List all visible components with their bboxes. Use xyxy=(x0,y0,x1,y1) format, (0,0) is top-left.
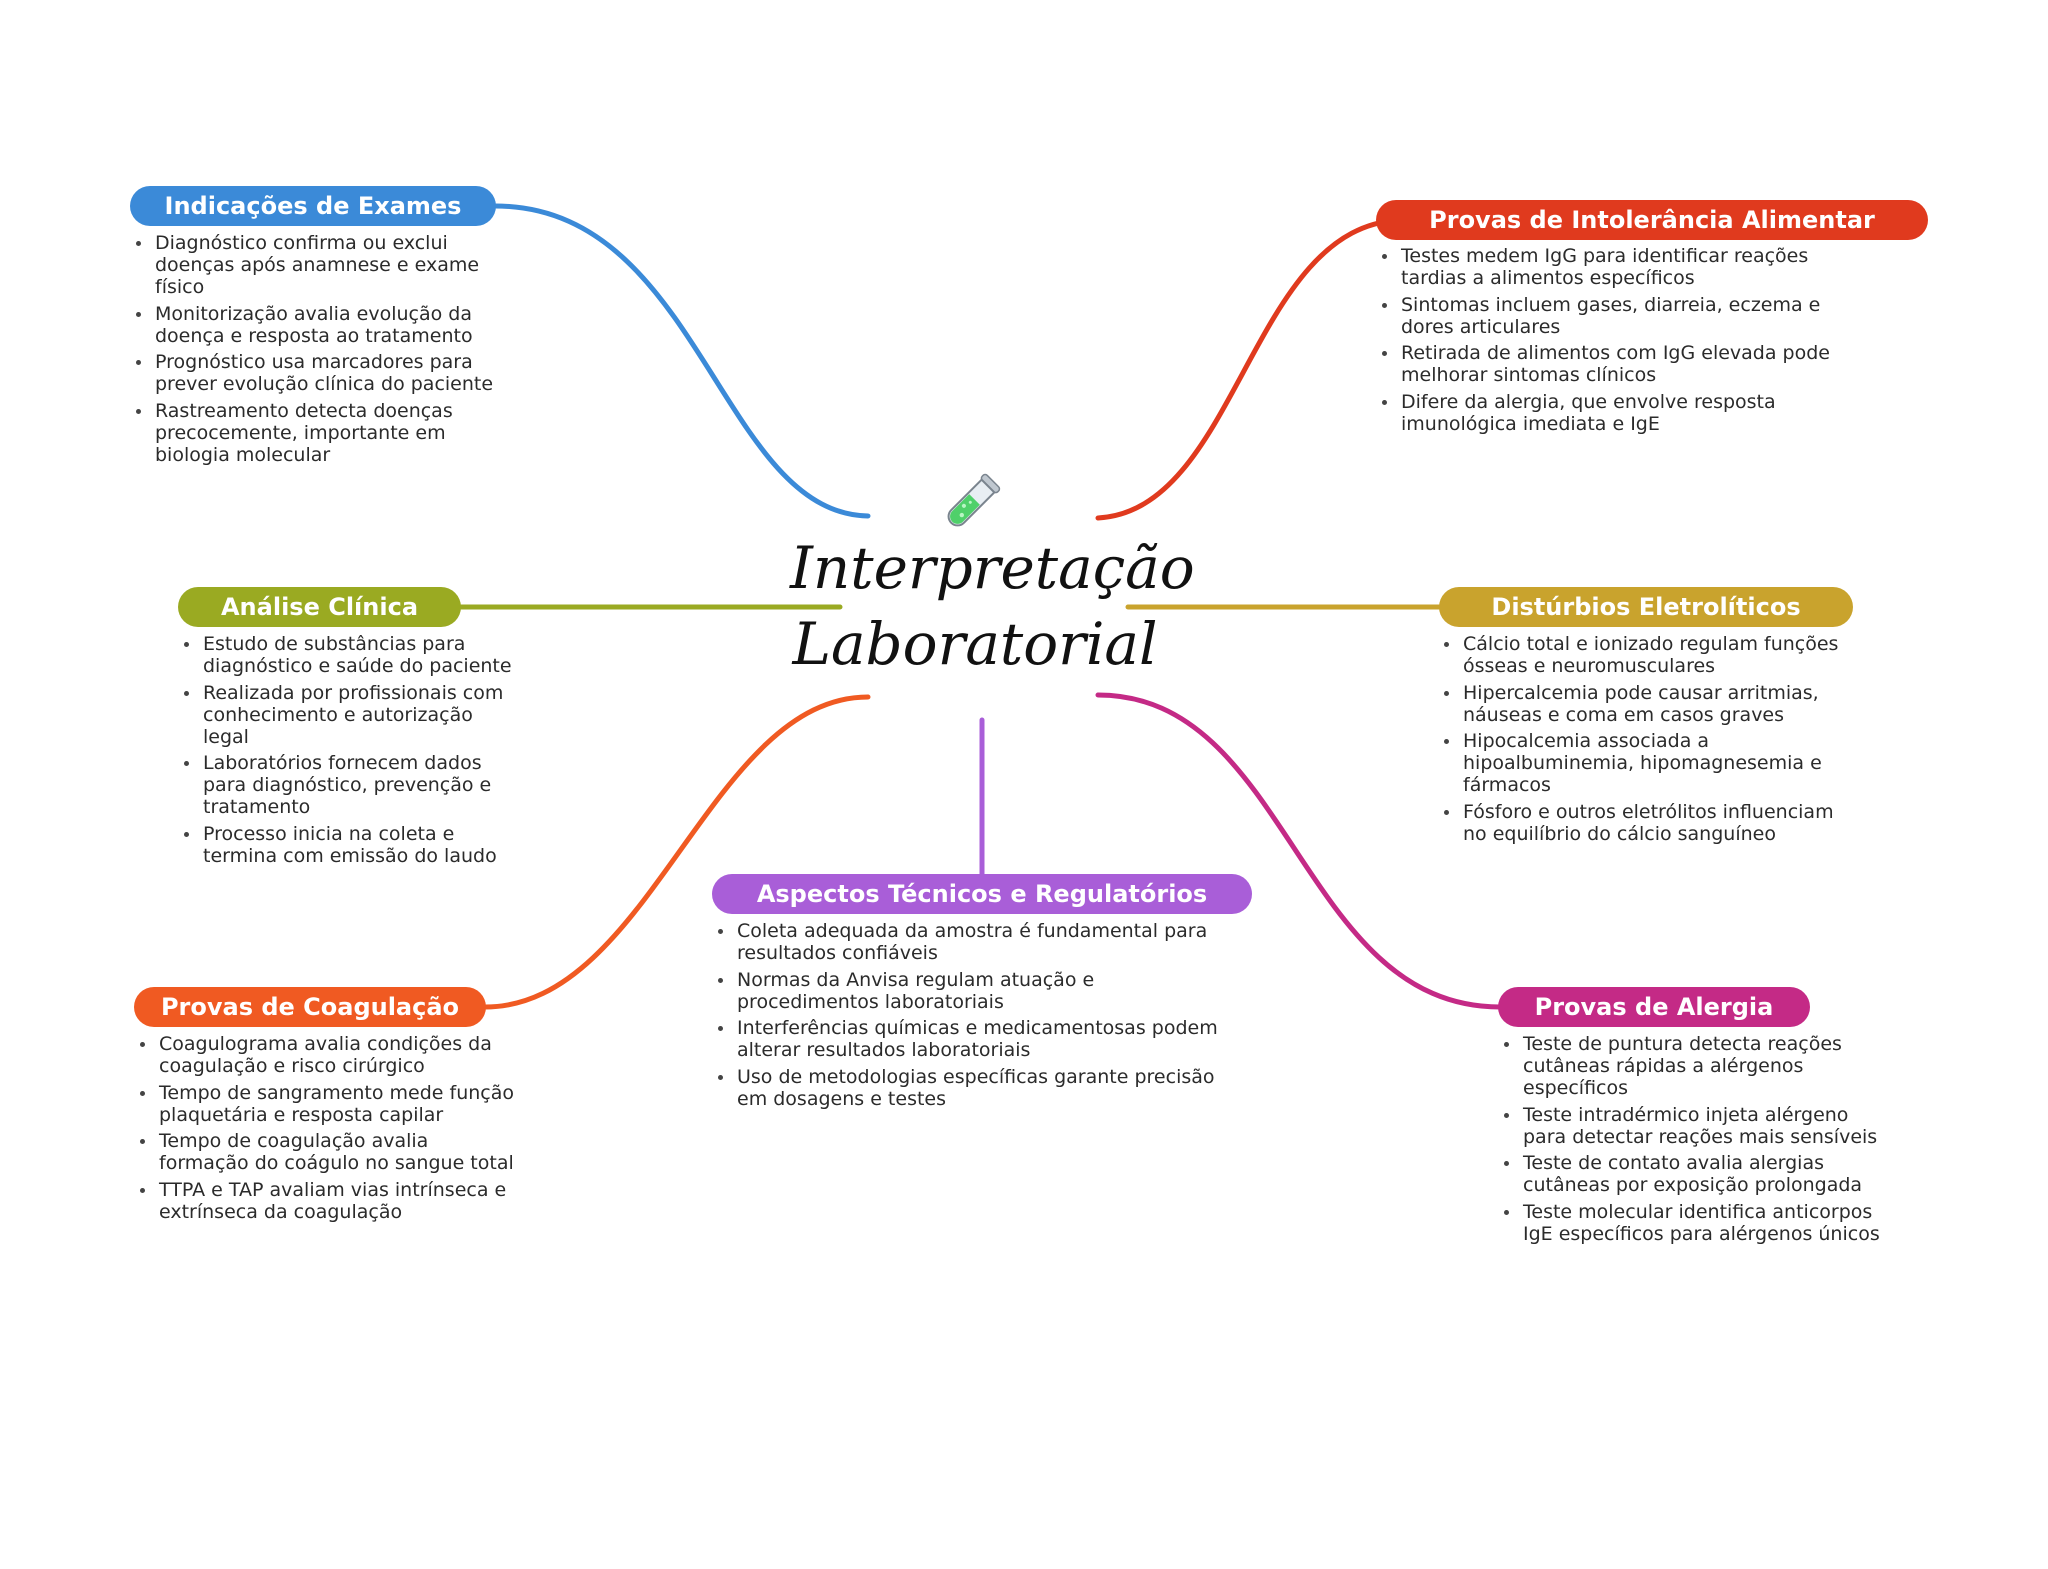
list-item: Tempo de sangramento mede função plaquet… xyxy=(134,1082,519,1126)
list-item: Monitorização avalia evolução da doença … xyxy=(130,303,515,347)
list-item: Coleta adequada da amostra é fundamental… xyxy=(712,920,1232,964)
branch-title-disturbios: Distúrbios Eletrolíticos xyxy=(1439,587,1853,627)
branch-list-coagulacao: Coagulograma avalia condições da coagula… xyxy=(134,1033,519,1227)
branch-title-aspectos: Aspectos Técnicos e Regulatórios xyxy=(712,874,1252,914)
list-item: Interferências químicas e medicamentosas… xyxy=(712,1017,1232,1061)
branch-title-intolerancia: Provas de Intolerância Alimentar xyxy=(1376,200,1928,240)
connector-coagulacao xyxy=(482,694,871,1010)
branch-title-alergia: Provas de Alergia xyxy=(1498,987,1810,1027)
connector-alergia xyxy=(1095,692,1503,1010)
list-item: TTPA e TAP avaliam vias intrínseca e ext… xyxy=(134,1179,519,1223)
central-topic-line1: Interpretação xyxy=(790,534,1195,602)
branch-list-disturbios: Cálcio total e ionizado regulam funções … xyxy=(1438,633,1848,849)
list-item: Laboratórios fornecem dados para diagnós… xyxy=(178,752,518,818)
list-item: Difere da alergia, que envolve resposta … xyxy=(1376,391,1846,435)
list-item: Uso de metodologias específicas garante … xyxy=(712,1066,1232,1110)
list-item: Cálcio total e ionizado regulam funções … xyxy=(1438,633,1848,677)
branch-list-alergia: Teste de puntura detecta reações cutânea… xyxy=(1498,1033,1883,1249)
branch-title-indicacoes: Indicações de Exames xyxy=(130,186,496,226)
connector-intolerancia xyxy=(1095,217,1408,521)
central-topic-line2: Laboratorial xyxy=(792,610,1158,678)
list-item: Normas da Anvisa regulam atuação e proce… xyxy=(712,969,1232,1013)
list-item: Fósforo e outros eletrólitos influenciam… xyxy=(1438,801,1848,845)
list-item: Sintomas incluem gases, diarreia, eczema… xyxy=(1376,294,1846,338)
list-item: Teste intradérmico injeta alérgeno para … xyxy=(1498,1104,1883,1148)
list-item: Processo inicia na coleta e termina com … xyxy=(178,823,518,867)
list-item: Teste de puntura detecta reações cutânea… xyxy=(1498,1033,1883,1099)
branch-list-indicacoes: Diagnóstico confirma ou exclui doenças a… xyxy=(130,232,515,470)
central-topic: Interpretação Laboratorial xyxy=(790,530,1195,682)
list-item: Hipercalcemia pode causar arritmias, náu… xyxy=(1438,682,1848,726)
list-item: Testes medem IgG para identificar reaçõe… xyxy=(1376,245,1846,289)
list-item: Retirada de alimentos com IgG elevada po… xyxy=(1376,342,1846,386)
list-item: Diagnóstico confirma ou exclui doenças a… xyxy=(130,232,515,298)
list-item: Tempo de coagulação avalia formação do c… xyxy=(134,1130,519,1174)
branch-title-analise: Análise Clínica xyxy=(178,587,461,627)
connector-indicacoes xyxy=(492,203,871,519)
list-item: Hipocalcemia associada a hipoalbuminemia… xyxy=(1438,730,1848,796)
branch-title-coagulacao: Provas de Coagulação xyxy=(134,987,486,1027)
list-item: Rastreamento detecta doenças precocement… xyxy=(130,400,515,466)
test-tube-icon xyxy=(947,473,1001,527)
branch-list-analise: Estudo de substâncias para diagnóstico e… xyxy=(178,633,518,871)
list-item: Teste molecular identifica anticorpos Ig… xyxy=(1498,1201,1883,1245)
list-item: Coagulograma avalia condições da coagula… xyxy=(134,1033,519,1077)
list-item: Estudo de substâncias para diagnóstico e… xyxy=(178,633,518,677)
branch-list-intolerancia: Testes medem IgG para identificar reaçõe… xyxy=(1376,245,1846,439)
list-item: Prognóstico usa marcadores para prever e… xyxy=(130,351,515,395)
list-item: Realizada por profissionais com conhecim… xyxy=(178,682,518,748)
list-item: Teste de contato avalia alergias cutânea… xyxy=(1498,1152,1883,1196)
branch-list-aspectos: Coleta adequada da amostra é fundamental… xyxy=(712,920,1232,1114)
